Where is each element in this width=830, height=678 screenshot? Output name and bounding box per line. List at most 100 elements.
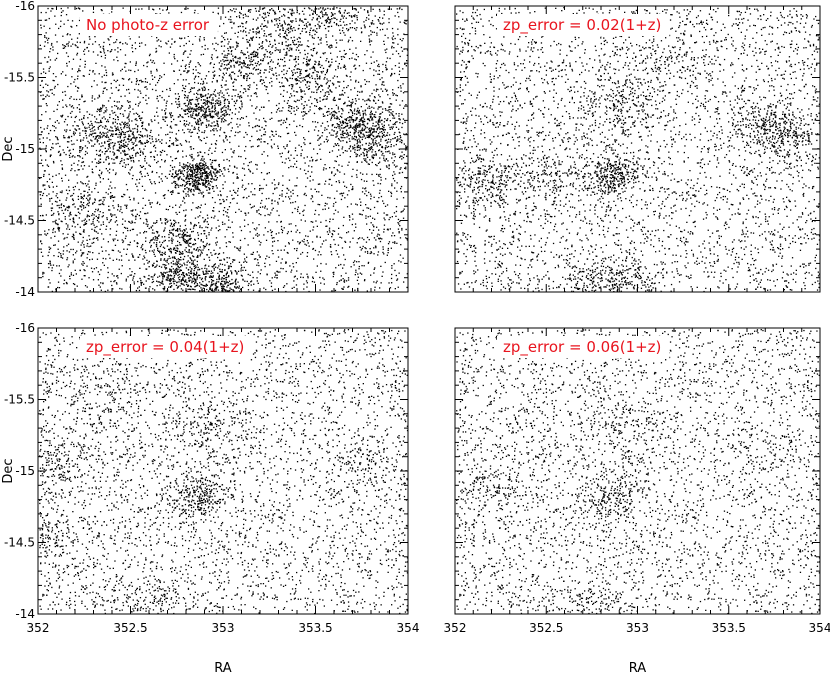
data-point xyxy=(336,283,338,286)
data-point xyxy=(326,41,328,43)
data-point xyxy=(255,234,257,236)
data-point xyxy=(267,231,269,233)
data-point xyxy=(368,239,370,241)
data-point xyxy=(49,263,51,265)
data-point xyxy=(106,89,108,91)
data-point xyxy=(365,247,367,250)
data-point xyxy=(151,75,153,77)
data-point xyxy=(204,285,207,287)
data-point xyxy=(159,141,161,143)
data-point xyxy=(296,79,299,81)
data-point xyxy=(362,173,364,175)
data-point xyxy=(184,166,187,168)
data-point xyxy=(178,101,180,103)
data-point xyxy=(57,142,59,145)
data-point xyxy=(203,37,205,39)
data-point xyxy=(102,145,104,147)
data-point xyxy=(136,119,138,122)
data-point xyxy=(222,117,224,119)
data-point xyxy=(108,39,110,41)
data-point xyxy=(94,230,96,232)
data-point xyxy=(57,248,59,250)
data-point xyxy=(189,184,191,186)
data-point xyxy=(129,199,131,201)
data-point xyxy=(71,20,74,22)
data-point xyxy=(128,78,131,80)
data-point xyxy=(110,280,112,283)
data-point xyxy=(56,138,59,140)
data-point xyxy=(144,230,146,233)
data-point xyxy=(210,62,212,64)
data-point xyxy=(241,179,243,181)
data-point xyxy=(127,116,129,118)
data-point xyxy=(137,256,139,258)
data-point xyxy=(52,160,55,163)
data-point xyxy=(258,189,261,191)
data-point xyxy=(286,78,288,80)
data-point xyxy=(373,196,375,198)
data-point xyxy=(221,151,224,154)
data-point xyxy=(171,175,174,178)
data-point xyxy=(258,125,260,128)
data-point xyxy=(234,270,236,272)
data-point xyxy=(356,94,359,96)
data-point xyxy=(382,248,384,250)
data-point xyxy=(204,177,206,179)
data-point xyxy=(244,174,246,176)
data-point xyxy=(277,147,279,149)
data-point xyxy=(236,286,238,288)
data-point xyxy=(63,151,65,154)
data-point xyxy=(217,111,219,113)
data-point xyxy=(220,278,222,280)
data-point xyxy=(89,251,91,253)
data-point xyxy=(185,141,188,143)
data-point xyxy=(380,176,382,179)
data-point xyxy=(297,56,300,58)
data-point xyxy=(182,168,185,170)
data-point xyxy=(197,173,199,175)
data-point xyxy=(280,228,283,230)
data-point xyxy=(264,53,266,56)
data-point xyxy=(163,197,166,199)
data-point xyxy=(84,153,86,156)
data-point xyxy=(207,180,209,182)
data-point xyxy=(44,184,46,186)
data-point xyxy=(224,289,226,291)
data-point xyxy=(83,40,86,43)
data-point xyxy=(61,167,63,169)
data-point xyxy=(306,252,309,254)
data-point xyxy=(146,88,148,90)
data-point xyxy=(306,74,308,77)
data-point xyxy=(403,154,405,156)
data-point xyxy=(390,192,393,195)
data-point xyxy=(402,217,405,219)
data-point xyxy=(220,127,222,129)
data-point xyxy=(230,19,232,21)
data-point xyxy=(373,184,375,186)
data-point xyxy=(98,96,101,98)
data-point xyxy=(182,252,184,255)
data-point xyxy=(252,206,254,208)
data-point xyxy=(178,95,180,98)
data-point xyxy=(361,90,363,92)
data-point xyxy=(319,97,321,99)
data-point xyxy=(137,152,139,154)
data-point xyxy=(314,25,316,27)
data-point xyxy=(105,74,108,77)
data-point xyxy=(136,179,138,181)
data-point xyxy=(398,172,400,174)
data-point xyxy=(212,102,214,104)
data-point xyxy=(346,141,348,144)
data-point xyxy=(115,41,117,43)
data-point xyxy=(291,74,294,77)
data-point xyxy=(50,10,52,12)
data-point xyxy=(192,68,194,71)
data-point xyxy=(368,35,370,37)
data-point xyxy=(218,265,220,267)
data-point xyxy=(246,197,248,199)
data-point xyxy=(290,223,292,225)
data-point xyxy=(364,26,366,28)
data-point xyxy=(51,290,53,293)
data-point xyxy=(74,269,76,271)
data-point xyxy=(299,72,301,75)
